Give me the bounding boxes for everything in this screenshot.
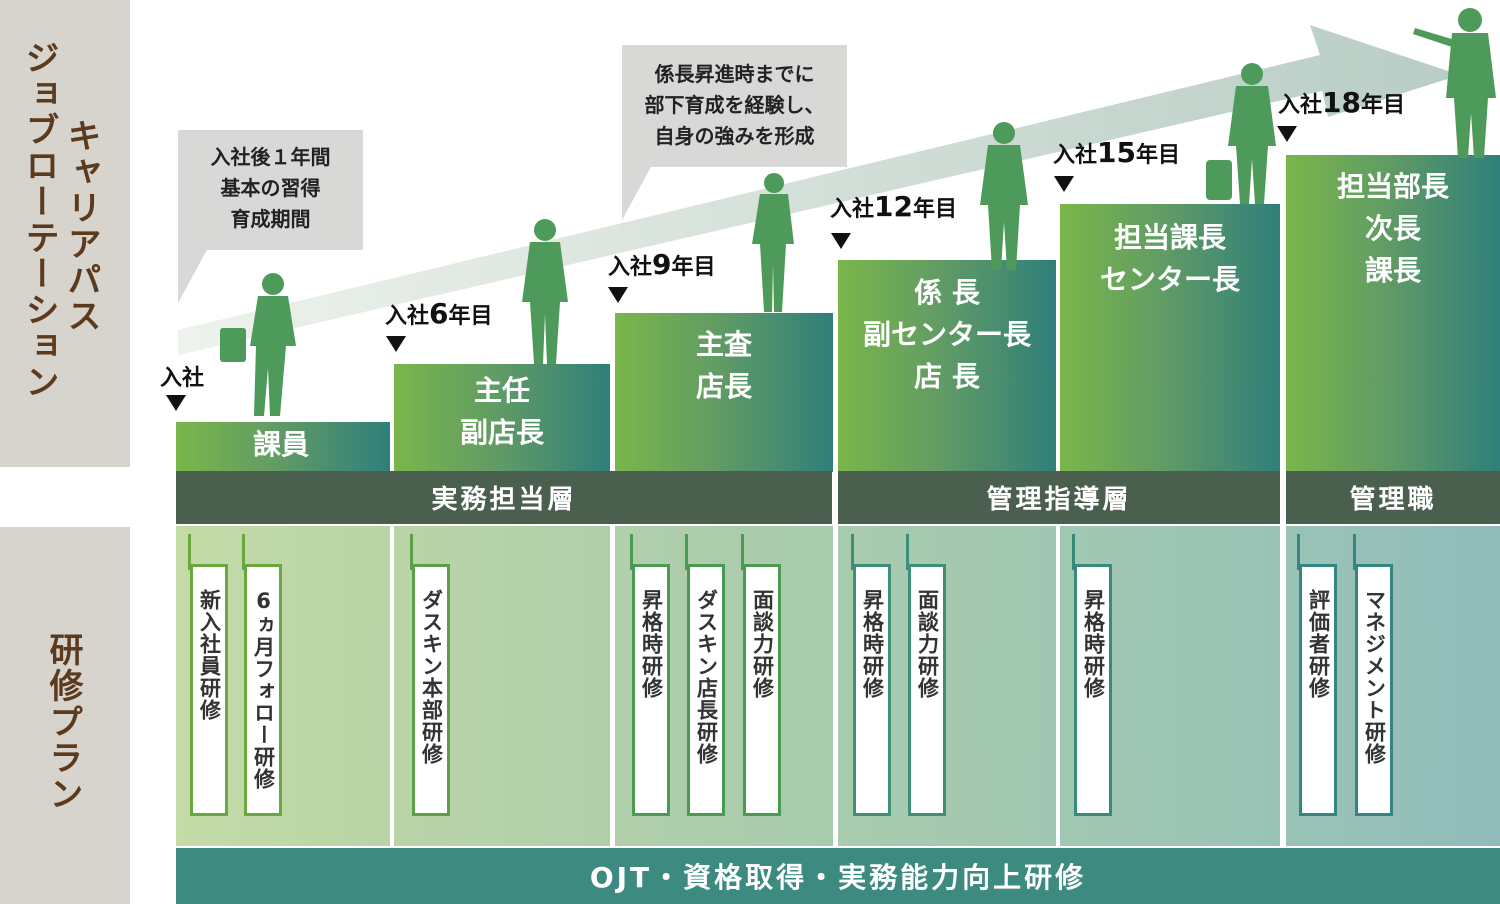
bubble-line: 入社後１年間	[210, 145, 331, 169]
training-card: 新入社員研修	[190, 564, 228, 816]
position-title: 課員	[252, 428, 309, 461]
card-stem	[685, 534, 688, 570]
training-card: 昇格時研修	[853, 564, 891, 816]
down-triangle-icon	[166, 395, 186, 411]
year-number: 9	[652, 248, 672, 281]
step-title-1: 課員	[176, 424, 386, 466]
position-title: センター長	[1099, 263, 1240, 296]
year-label: 入社	[160, 360, 204, 392]
year-prefix: 入社	[160, 366, 205, 391]
position-title: 担当部長	[1336, 170, 1449, 203]
year-prefix: 入社	[1278, 93, 1323, 118]
bubble-line: 部下育成を経験し、	[644, 93, 825, 117]
speech-bubble-promotion: 係長昇進時までに 部下育成を経験し、 自身の強みを形成	[622, 45, 847, 167]
down-triangle-icon	[386, 336, 406, 352]
down-triangle-icon	[1277, 126, 1297, 142]
person-icon	[522, 219, 568, 364]
training-card: 評価者研修	[1299, 564, 1337, 816]
position-title: 副センター長	[862, 318, 1031, 351]
training-card: マネジメント研修	[1355, 564, 1393, 816]
layer-band-practical: 実務担当層	[176, 471, 832, 524]
year-prefix: 入社	[608, 255, 653, 280]
year-label: 入社15年目	[1053, 136, 1180, 169]
career-side-panel: キャリアパス ジョブローテーション	[0, 0, 130, 467]
year-label: 入社6年目	[385, 297, 493, 330]
bubble-line: 係長昇進時までに	[654, 62, 815, 86]
bubble-tail	[622, 165, 652, 220]
training-card: 昇格時研修	[632, 564, 670, 816]
card-stem	[630, 534, 633, 570]
bubble-line: 基本の習得	[220, 176, 321, 200]
person-icon	[1413, 8, 1496, 158]
year-suffix: 年目	[912, 197, 957, 222]
training-plan-label: 研修プラン	[43, 632, 83, 812]
training-card: 面談力研修	[743, 564, 781, 816]
job-rotation-label: ジョブローテーション	[19, 40, 59, 400]
step-title-3: 主査店長	[615, 324, 833, 408]
position-title: 主任	[473, 374, 530, 407]
position-title: 課長	[1364, 254, 1421, 287]
person-icon	[752, 173, 794, 312]
growth-arrow	[178, 25, 1460, 355]
card-stem	[1072, 534, 1075, 570]
year-number: 15	[1097, 136, 1136, 169]
bubble-tail	[178, 248, 208, 303]
position-title: 店長	[695, 370, 752, 403]
year-label: 入社18年目	[1278, 86, 1405, 119]
card-stem	[242, 534, 245, 570]
training-side-panel: 研修プラン	[0, 527, 130, 904]
year-prefix: 入社	[830, 197, 875, 222]
position-title: 副店長	[459, 416, 544, 449]
year-suffix: 年目	[671, 255, 716, 280]
position-title: 店 長	[914, 360, 980, 393]
layer-band-management: 管理職	[1286, 471, 1500, 524]
layer-band-management-guidance: 管理指導層	[838, 471, 1280, 524]
person-icon	[220, 273, 296, 416]
people-silhouettes	[220, 8, 1496, 416]
year-suffix: 年目	[448, 304, 493, 329]
card-stem	[410, 534, 413, 570]
speech-bubble-first-year: 入社後１年間 基本の習得 育成期間	[178, 130, 363, 250]
year-suffix: 年目	[1360, 93, 1405, 118]
training-card: ダスキン店長研修	[687, 564, 725, 816]
training-card: ダスキン本部研修	[412, 564, 450, 816]
career-path-label: キャリアパス	[61, 118, 101, 334]
step-title-2: 主任副店長	[394, 370, 610, 454]
position-title: 係 長	[914, 276, 980, 309]
training-card: 昇格時研修	[1074, 564, 1112, 816]
card-stem	[906, 534, 909, 570]
ojt-training-bar: OJT・資格取得・実務能力向上研修	[176, 848, 1500, 904]
card-stem	[1353, 534, 1356, 570]
year-number: 18	[1322, 86, 1361, 119]
bubble-line: 自身の強みを形成	[654, 124, 815, 148]
year-prefix: 入社	[385, 304, 430, 329]
bubble-line: 育成期間	[230, 207, 311, 231]
person-icon	[1206, 63, 1276, 204]
card-stem	[1297, 534, 1300, 570]
year-number: 12	[874, 190, 913, 223]
training-card: 6ヵ月フォロー研修	[244, 564, 282, 816]
year-label: 入社9年目	[608, 248, 716, 281]
year-number: 6	[429, 297, 449, 330]
step-title-4: 係 長副センター長店 長	[838, 272, 1056, 398]
card-stem	[188, 534, 191, 570]
year-suffix: 年目	[1135, 143, 1180, 168]
step-title-5: 担当課長センター長	[1060, 217, 1280, 301]
person-icon	[980, 122, 1028, 270]
year-prefix: 入社	[1053, 143, 1098, 168]
year-label: 入社12年目	[830, 190, 957, 223]
card-stem	[851, 534, 854, 570]
position-title: 次長	[1364, 212, 1421, 245]
position-title: 主査	[695, 328, 752, 361]
down-triangle-icon	[831, 233, 851, 249]
down-triangle-icon	[1054, 176, 1074, 192]
staircase	[176, 155, 1500, 472]
training-card: 面談力研修	[908, 564, 946, 816]
down-triangle-icon	[608, 287, 628, 303]
position-title: 担当課長	[1113, 221, 1226, 254]
step-title-6: 担当部長次長課長	[1286, 166, 1500, 292]
card-stem	[741, 534, 744, 570]
